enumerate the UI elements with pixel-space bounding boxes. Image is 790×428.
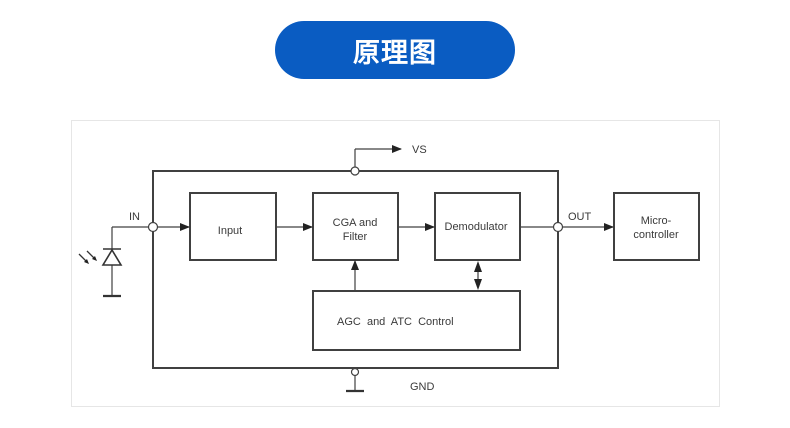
in-pin-label: IN	[129, 211, 140, 223]
cga-block-label-line2: Filter	[343, 231, 368, 243]
title-text: 原理图	[353, 37, 437, 69]
mcu-block-label-line2: controller	[633, 229, 679, 241]
agc-atc-control-block	[312, 290, 521, 351]
vs-pin-terminal	[350, 166, 360, 176]
out-pin-terminal	[552, 221, 564, 233]
diagram-frame	[71, 120, 720, 407]
mcu-block-label-line1: Micro-	[641, 215, 672, 227]
demodulator-block	[434, 192, 521, 261]
gnd-pin-terminal	[350, 367, 360, 377]
arrow-down-to-agc	[474, 279, 482, 290]
input-block	[189, 192, 277, 261]
microcontroller-block	[613, 192, 700, 261]
agc-block-label: AGC and ATC Control	[337, 316, 454, 328]
in-pin-terminal	[147, 221, 159, 233]
input-block-label: Input	[218, 225, 242, 237]
out-pin-label: OUT	[568, 211, 592, 223]
cga-block-label-line1: CGA and	[333, 217, 378, 229]
photodiode-icon	[101, 226, 149, 298]
demodulator-block-label: Demodulator	[445, 221, 508, 233]
light-rays-icon	[78, 250, 97, 264]
title-badge: 原理图	[275, 21, 515, 79]
gnd-pin-label: GND	[410, 381, 435, 393]
arrow-up-to-demod	[474, 261, 482, 272]
vs-pin-label: VS	[412, 144, 427, 156]
